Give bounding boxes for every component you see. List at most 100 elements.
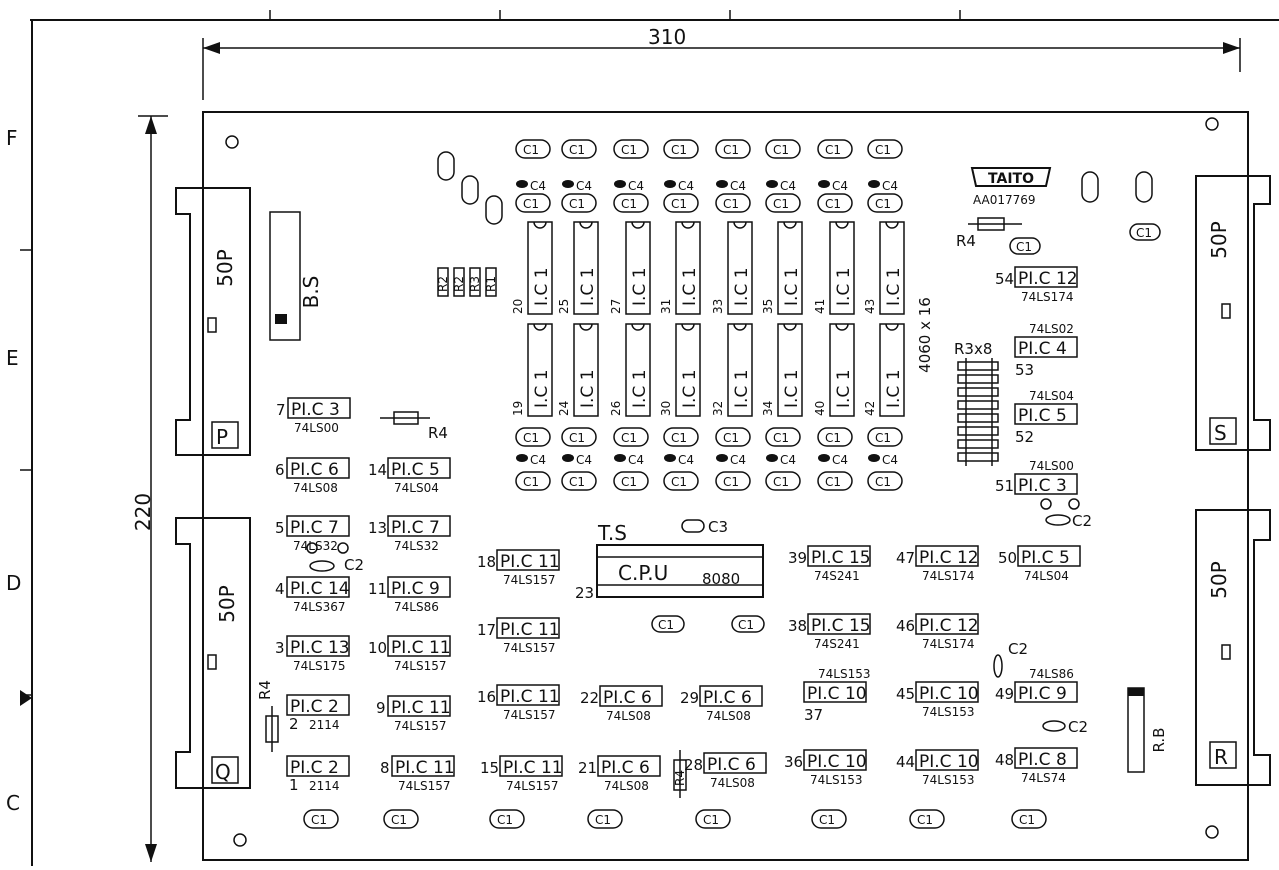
c1-label: C1 xyxy=(391,813,407,827)
c4-label: C4 xyxy=(832,453,848,467)
ic-chip-body xyxy=(807,545,871,567)
ic-chip-body xyxy=(803,749,867,771)
ic-chip-label: PI.C 6 xyxy=(703,688,752,708)
ic-chip-label: PI.C 12 xyxy=(1018,269,1078,289)
r4-left-label: R4 xyxy=(256,680,274,700)
ic-position-number: 48 xyxy=(995,751,1014,769)
ic-position-number: 5 xyxy=(275,519,285,537)
ic-part-number: 74LS174 xyxy=(922,637,974,651)
ic-chip-label: PI.C 13 xyxy=(290,638,350,658)
c1-capacitor xyxy=(613,139,649,159)
ram-chip: I.C 1 42 xyxy=(863,323,905,417)
c1-capacitor xyxy=(663,427,699,447)
connector-p: P 50P xyxy=(175,187,251,456)
ic-position-number: 39 xyxy=(788,549,807,567)
ic-part-number: 74LS86 xyxy=(394,600,439,614)
width-dimension: 310 xyxy=(202,25,1241,100)
ic-chip-body xyxy=(496,684,560,706)
resistor-label: R2 xyxy=(452,276,466,292)
cpu-number: 23 xyxy=(575,584,594,602)
ic-part-number: 74LS08 xyxy=(293,481,338,495)
ram-chip-number: 42 xyxy=(863,401,877,416)
ram-chip: I.C 141 xyxy=(813,221,855,315)
ic-position-number: 53 xyxy=(1015,361,1034,379)
c1-label: C1 xyxy=(569,475,585,489)
c4-capacitor xyxy=(818,180,830,188)
ic-chip-body xyxy=(915,681,979,703)
ic-chip-label: PI.C 3 xyxy=(1018,476,1067,496)
ic-position-number: 4 xyxy=(275,580,285,598)
height-dimension: 220 xyxy=(131,115,168,862)
c1-label: C1 xyxy=(621,143,637,157)
c1-capacitor xyxy=(817,471,853,491)
r3x8-resistor xyxy=(957,426,999,436)
ic-position-number: 11 xyxy=(368,580,387,598)
c1-capacitor xyxy=(817,427,853,447)
side-capacitors xyxy=(437,151,1153,225)
ic-chip-label: PI.C 8 xyxy=(1018,750,1067,770)
ic-chip-label: PI.C 10 xyxy=(919,752,979,772)
ram-chip-label: I.C 1 xyxy=(578,267,598,306)
ic-chip-body xyxy=(387,635,451,657)
ic-part-number: 74LS175 xyxy=(293,659,345,673)
ic-position-number: 51 xyxy=(995,477,1014,495)
c4-label: C4 xyxy=(576,179,592,193)
ic-chip-body xyxy=(499,755,563,777)
ic-position-number: 36 xyxy=(784,753,803,771)
ic-position-number: 28 xyxy=(684,756,703,774)
c1-capacitor xyxy=(515,193,551,213)
c1-label: C1 xyxy=(773,143,789,157)
connector-q: Q 50P xyxy=(175,517,251,789)
c1-capacitor xyxy=(663,139,699,159)
ic-position-number: 45 xyxy=(896,685,915,703)
c1-label: C1 xyxy=(819,813,835,827)
c1-capacitor xyxy=(561,139,597,159)
ic-part-number: 74LS08 xyxy=(606,709,651,723)
c1-capacitor xyxy=(765,471,801,491)
ic-position-number: 13 xyxy=(368,519,387,537)
ram-chip-label: I.C 1 xyxy=(732,267,752,306)
ic-chip-label: PI.C 11 xyxy=(500,620,560,640)
ic-chip-body xyxy=(286,457,350,479)
ram-chip-label: I.C 1 xyxy=(884,369,904,408)
c1-label: C1 xyxy=(523,475,539,489)
c1-capacitor xyxy=(909,809,945,829)
r4-left: R4 xyxy=(256,680,279,752)
ram-chip-number: 30 xyxy=(659,401,673,416)
ic-position-number: 50 xyxy=(998,549,1017,567)
ic-position-number: 7 xyxy=(276,401,286,419)
rb-label: R.B xyxy=(1150,728,1168,753)
ic-chip-body xyxy=(496,549,560,571)
ic-position-number: 21 xyxy=(578,759,597,777)
ram-chip: I.C 143 xyxy=(863,221,905,315)
ram-chip-number: 35 xyxy=(761,299,775,314)
ic-part-number: 74LS32 xyxy=(293,539,338,553)
ic-position-number: 8 xyxy=(380,759,390,777)
rb-component: R.B xyxy=(1127,687,1168,773)
ram-chip-number: 40 xyxy=(813,401,827,416)
ram-chip-number: 32 xyxy=(711,401,725,416)
c4-capacitor xyxy=(766,180,778,188)
ic-position-number: 15 xyxy=(480,759,499,777)
c2-label: C2 xyxy=(344,556,364,574)
cpu: T.S C3 C.P.U 8080 23 C1 C1 xyxy=(575,518,765,633)
c1-capacitor xyxy=(515,427,551,447)
ic-chip-body xyxy=(286,755,350,777)
ic-chip-label: PI.C 9 xyxy=(391,579,440,599)
ram-chip: I.C 119 xyxy=(511,323,553,417)
ic-position-number: 17 xyxy=(477,621,496,639)
ic-part-number: 74LS153 xyxy=(922,705,974,719)
